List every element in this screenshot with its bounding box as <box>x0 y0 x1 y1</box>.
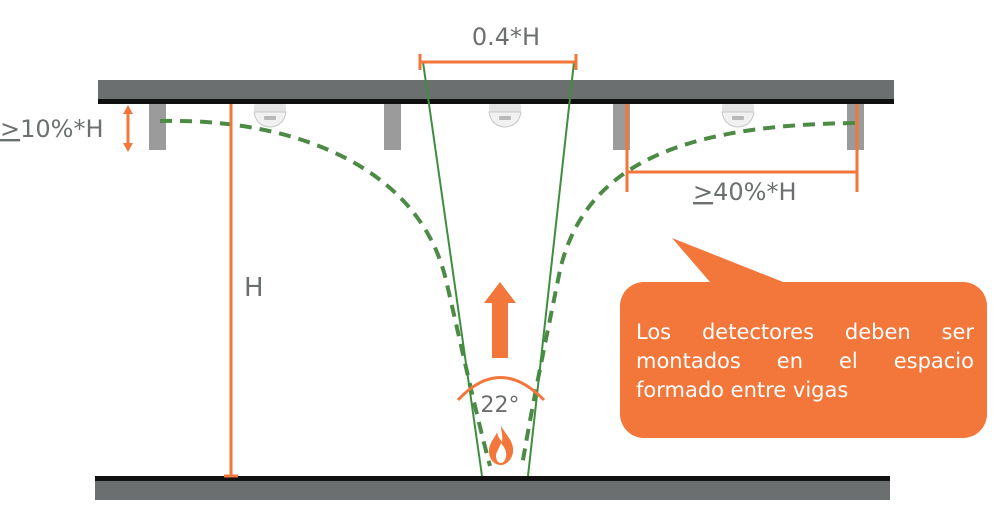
callout-line-3: formado entre vigas <box>636 378 849 402</box>
height-label: H <box>244 273 264 303</box>
beam-depth-arrow-bottom <box>123 143 133 152</box>
callout-bubble <box>620 238 987 438</box>
angle-label: 22° <box>481 393 520 418</box>
floor-slab-edge <box>95 476 890 481</box>
spacing-label: >40%*H <box>693 178 797 206</box>
beam-depth-label: >10%*H <box>0 115 104 143</box>
smoke-spread-left <box>159 118 492 467</box>
ceiling-slab <box>98 80 894 102</box>
spacing-prefix: > <box>693 178 713 206</box>
angle-arc <box>456 376 546 402</box>
plume-boundary-left <box>422 61 483 477</box>
smoke-detector-icon <box>488 104 522 128</box>
flame-icon <box>489 426 514 465</box>
up-arrow-icon <box>484 282 516 358</box>
beam-depth-arrow-top <box>123 105 133 114</box>
smoke-detector-icon <box>721 104 755 128</box>
plume-boundary-right <box>527 61 575 477</box>
spacing-rest: 40%*H <box>713 178 796 206</box>
beam-2 <box>384 104 401 150</box>
ceiling-slab-edge <box>98 99 894 104</box>
callout-line-2: montados en el espacio <box>636 349 974 373</box>
beam-1 <box>149 104 166 150</box>
smoke-detector-icon <box>253 104 287 128</box>
beam-depth-rest: 10%*H <box>20 115 103 143</box>
floor-slab <box>95 481 890 500</box>
beam-depth-prefix: > <box>0 115 20 143</box>
callout-text: Los detectores deben ser montados en el … <box>636 318 974 405</box>
plume-width-label: 0.4*H <box>472 23 540 51</box>
callout-line-1: Los detectores deben ser <box>636 320 974 344</box>
